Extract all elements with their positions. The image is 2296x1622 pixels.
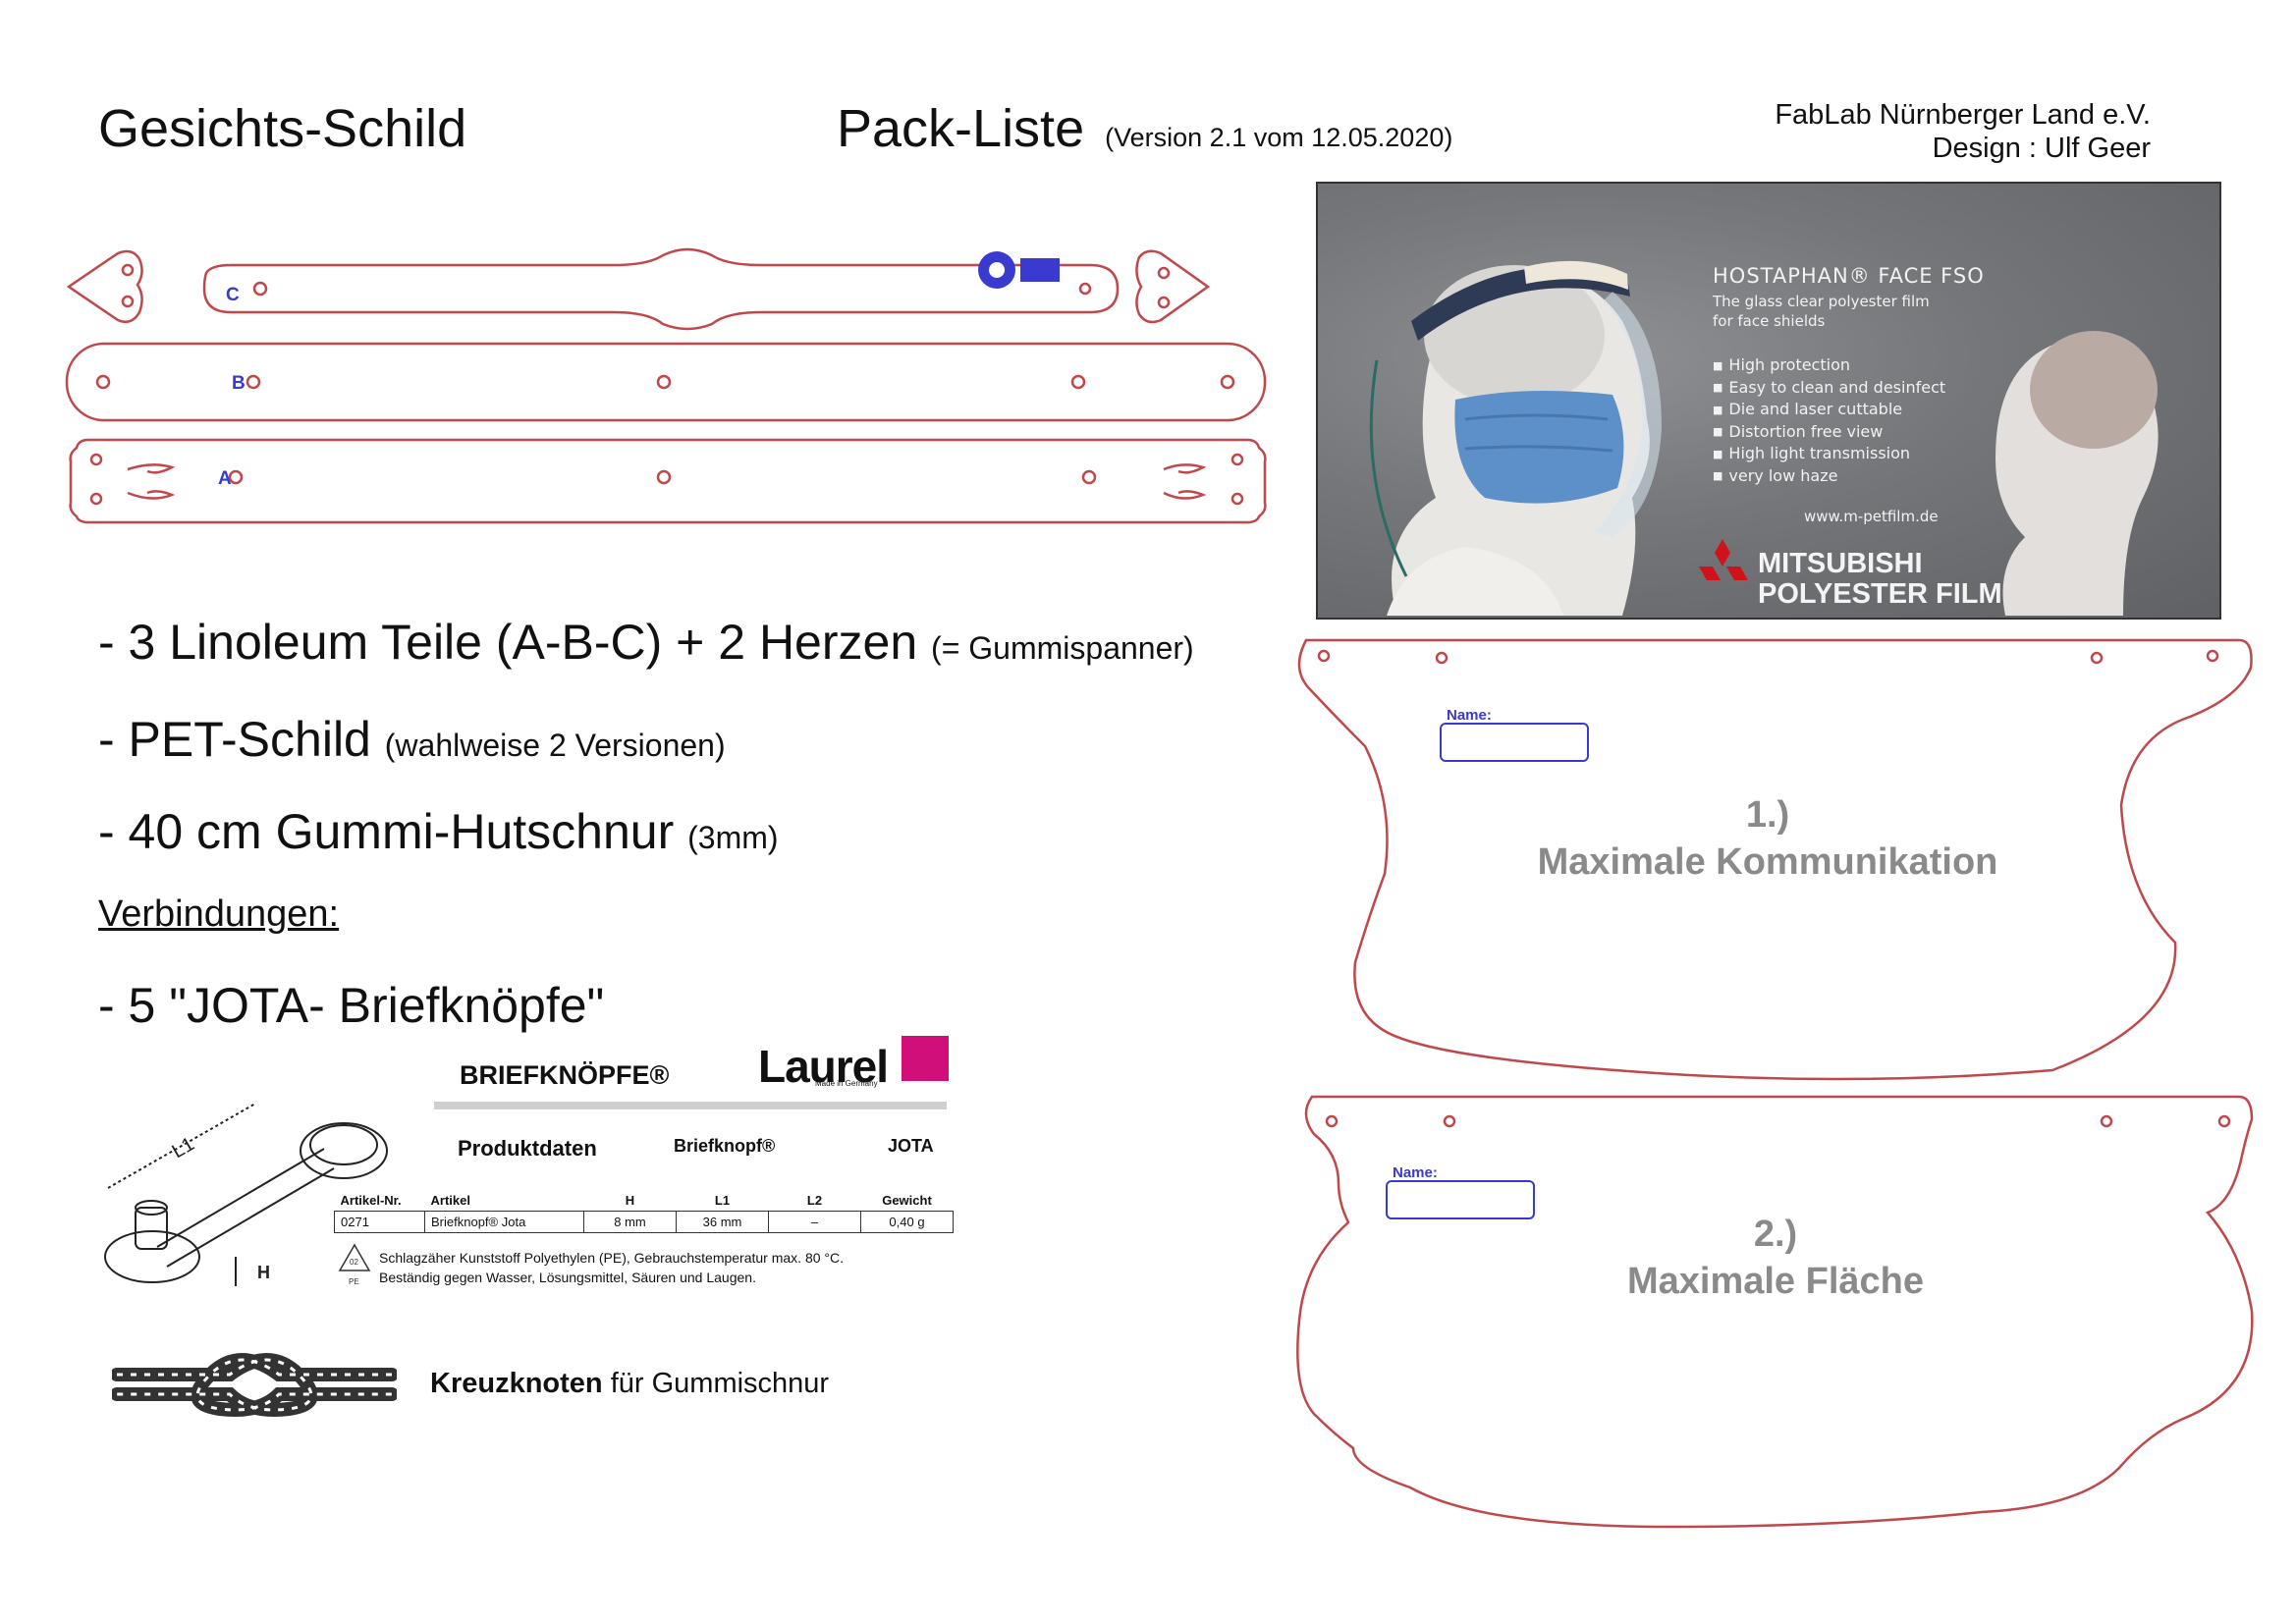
part-a-label: A [218,468,232,489]
right-heart-piece [1135,249,1211,324]
knot-caption: Kreuzknoten für Gummischnur [430,1368,829,1400]
knot-name: Kreuzknoten [430,1368,603,1399]
shield-template-1-outline [1297,638,2253,1081]
table-cell: Briefknopf® Jota [424,1211,584,1233]
recycle-icon: 02 PE [338,1243,371,1286]
jota-item: - 5 "JOTA- Briefknöpfe" [98,978,605,1033]
ad-feature: Easy to clean and desinfect [1713,377,1985,400]
organization: FabLab Nürnberger Land e.V. [1775,99,2151,131]
linoleum-parts-drawing: C B A [65,247,1267,524]
product-name: Briefknopf® [674,1136,776,1156]
name-field-box [1440,723,1589,762]
ad-illustration [1369,260,2159,616]
credits: FabLab Nürnberger Land e.V. Design : Ulf… [1775,98,2151,165]
table-header-cell: Artikel-Nr. [334,1190,425,1212]
item-note: (wahlweise 2 Versionen) [384,728,726,763]
pack-list-title: Pack-Liste (Version 2.1 vom 12.05.2020) [837,98,1452,159]
ad-company-line: POLYESTER FILM [1758,578,2002,610]
part-c-label: C [226,285,240,305]
hostaphan-ad-photo: HOSTAPHAN® FACE FSO The glass clear poly… [1316,182,2221,620]
product-title: BRIEFKNÖPFE® [460,1060,670,1090]
ad-feature: High light transmission [1713,443,1985,465]
product-model: JOTA [888,1136,934,1156]
list-item: - 40 cm Gummi-Hutschnur (3mm) [98,803,779,860]
pack-list-heading: Pack-Liste [837,99,1085,158]
designer: Design : Ulf Geer [1932,133,2151,164]
table-header-cell: H [583,1190,677,1212]
ad-subtitle-line: The glass clear polyester film [1713,293,1930,310]
part-c-outline [202,247,1120,331]
version-note: (Version 2.1 vom 12.05.2020) [1105,123,1453,152]
material-note-line: Beständig gegen Wasser, Lösungsmittel, S… [379,1270,756,1285]
item-main-text: - 3 Linoleum Teile (A-B-C) + 2 Herzen [98,615,918,670]
fablab-logo [978,251,1060,289]
ad-feature: Die and laser cuttable [1713,399,1985,421]
ad-url: www.m-petfilm.de [1804,508,1939,525]
shield-2-caption: 2.) Maximale Fläche [1501,1211,2050,1305]
ad-brand: HOSTAPHAN® FACE FSO [1713,264,1985,288]
svg-text:02: 02 [350,1258,358,1267]
dim-l1-label: L1 [169,1133,198,1162]
laurel-logo-sub: Made in Germany [815,1079,878,1088]
table-header-cell: Gewicht [860,1190,954,1212]
shield-number: 2.) [1753,1214,1798,1255]
material-note: Schlagzäher Kunststoff Polyethylen (PE),… [379,1248,844,1287]
table-header-cell: L2 [768,1190,861,1212]
square-knot-illustration [112,1353,397,1417]
mitsubishi-logo [1699,539,1748,580]
briefknopf-illustration: L1 H [104,1103,388,1286]
connections-heading: Verbindungen: [98,893,340,935]
item-note: (3mm) [687,820,779,855]
shield-name: Maximale Fläche [1626,1261,1925,1302]
ad-subtitle-line: for face shields [1713,312,1826,330]
ad-company-name: MITSUBISHI POLYESTER FILM [1758,549,2002,610]
ad-copy: HOSTAPHAN® FACE FSO The glass clear poly… [1713,264,1985,487]
list-item: - 3 Linoleum Teile (A-B-C) + 2 Herzen (=… [98,614,1194,671]
table-header-cell: Artikel [424,1190,584,1212]
table-cell: – [768,1211,861,1233]
table-cell: 36 mm [676,1211,769,1233]
ad-feature-list: High protection Easy to clean and desinf… [1713,354,1985,487]
table-row: 0271 Briefknopf® Jota 8 mm 36 mm – 0,40 … [334,1211,954,1233]
product-data-table: Artikel-Nr. Artikel H L1 L2 Gewicht 0271… [334,1190,954,1233]
table-header-cell: L1 [676,1190,769,1212]
left-heart-piece [66,249,143,323]
knot-usage: für Gummischnur [602,1368,830,1399]
part-b-outline [65,342,1267,422]
produktdaten-label: Produktdaten [458,1136,597,1161]
title-rule [434,1102,947,1109]
shield-number: 1.) [1745,794,1790,836]
name-field-box [1386,1180,1535,1219]
shield-template-2-outline [1296,1095,2254,1529]
table-cell: 0271 [334,1211,425,1233]
name-field-label: Name: [1393,1164,1438,1181]
ad-feature: High protection [1713,354,1985,377]
name-field-label: Name: [1447,707,1492,724]
ad-feature: very low haze [1713,465,1985,488]
shield-1-caption: 1.) Maximale Kommunikation [1493,791,2043,886]
table-cell: 8 mm [583,1211,677,1233]
table-header-row: Artikel-Nr. Artikel H L1 L2 Gewicht [334,1190,954,1212]
part-b-label: B [232,373,246,394]
ad-subtitle: The glass clear polyester film for face … [1713,292,1985,331]
laurel-logo-text: Laurel [758,1041,889,1092]
part-a-outline [69,438,1267,524]
list-item: - PET-Schild (wahlweise 2 Versionen) [98,711,726,768]
ad-company-line: MITSUBISHI [1758,548,1923,579]
ad-feature: Distortion free view [1713,421,1985,444]
page-title: Gesichts-Schild [98,99,467,158]
laurel-logo-square [902,1036,949,1081]
svg-text:PE: PE [349,1277,359,1286]
material-note-line: Schlagzäher Kunststoff Polyethylen (PE),… [379,1250,845,1266]
item-main-text: - PET-Schild [98,712,371,767]
laurel-product-sheet: L1 H BRIEFKNÖPFE® Laurel Made in Germany… [98,1036,962,1311]
item-note: (= Gummispanner) [931,630,1194,666]
table-cell: 0,40 g [860,1211,954,1233]
item-main-text: - 40 cm Gummi-Hutschnur [98,804,675,859]
shield-name: Maximale Kommunikation [1537,841,1998,883]
dim-h-label: H [257,1263,270,1282]
